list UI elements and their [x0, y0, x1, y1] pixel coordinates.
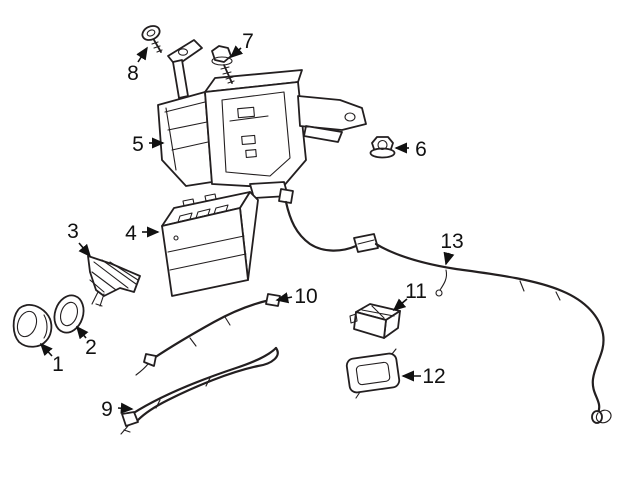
part-label-4: 4 — [125, 222, 137, 245]
callout-11: 11 — [392, 280, 427, 312]
callout-4: 4 — [125, 222, 160, 245]
part-label-3: 3 — [67, 220, 79, 243]
callout-7: 7 — [229, 30, 254, 59]
callout-8: 8 — [127, 46, 148, 85]
part-bolt — [211, 45, 235, 84]
part-parking-sensor — [12, 304, 53, 348]
callout-1: 1 — [39, 342, 64, 376]
part-label-12: 12 — [422, 365, 445, 388]
callout-9: 9 — [101, 398, 134, 421]
leader-arrow-1 — [39, 342, 53, 357]
callout-13: 13 — [440, 230, 464, 266]
leader-arrow-2 — [75, 325, 89, 340]
part-label-8: 8 — [127, 62, 139, 85]
leader-arrow-10 — [275, 292, 293, 304]
callout-3: 3 — [67, 220, 92, 258]
leader-arrow-8 — [136, 46, 148, 63]
part-label-1: 1 — [52, 353, 64, 376]
callout-10: 10 — [275, 285, 318, 308]
part-label-2: 2 — [85, 336, 97, 359]
part-seal-ring — [53, 294, 85, 334]
part-label-7: 7 — [242, 30, 254, 53]
part-screw — [141, 25, 163, 53]
callout-6: 6 — [394, 138, 427, 161]
part-module-bracket — [345, 348, 401, 399]
part-label-6: 6 — [415, 138, 427, 161]
callout-5: 5 — [132, 133, 165, 156]
callout-2: 2 — [75, 325, 97, 359]
part-label-11: 11 — [405, 280, 427, 303]
part-bracket-assembly — [157, 39, 367, 199]
part-label-5: 5 — [132, 133, 144, 156]
leader-arrow-7 — [229, 45, 244, 59]
part-label-10: 10 — [294, 285, 317, 308]
part-main-harness — [278, 188, 612, 424]
callout-12: 12 — [401, 365, 446, 388]
part-small-module — [349, 303, 401, 339]
part-control-module — [161, 191, 259, 297]
leader-arrow-13 — [443, 251, 455, 266]
part-label-9: 9 — [101, 398, 113, 421]
leader-arrow-3 — [78, 242, 92, 258]
part-nut — [369, 136, 396, 159]
part-label-13: 13 — [440, 230, 463, 253]
leader-arrow-11 — [392, 298, 408, 312]
part-sensor-retainer — [87, 255, 141, 307]
leader-arrow-9 — [117, 402, 134, 414]
part-upper-harness — [135, 293, 281, 376]
